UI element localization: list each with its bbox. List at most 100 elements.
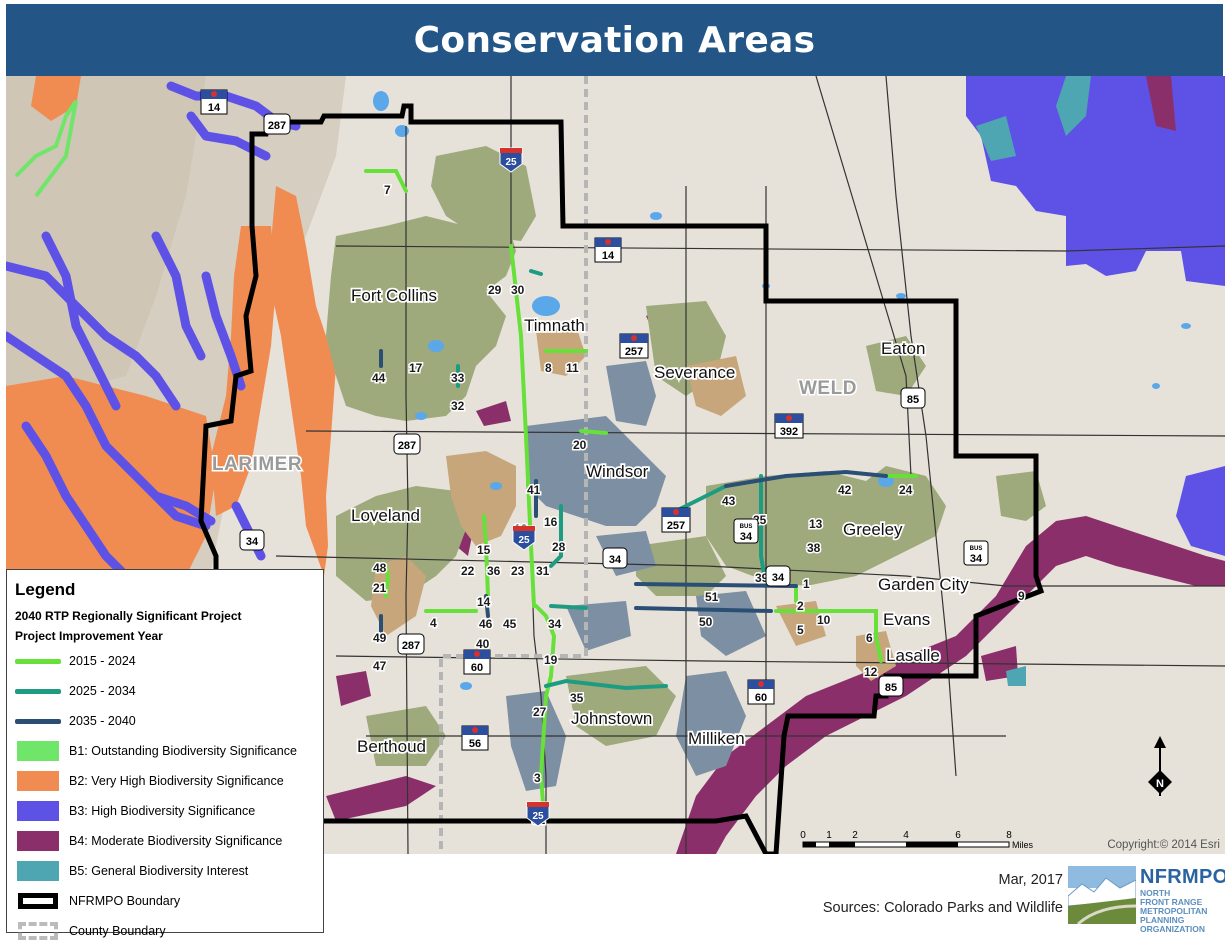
legend-swatch bbox=[15, 648, 61, 674]
town-label-johnstown: Johnstown bbox=[571, 709, 652, 728]
interstate-25-shield: 25 bbox=[499, 147, 523, 173]
b3-area-northeast bbox=[966, 76, 1225, 286]
project-number-label: 29 bbox=[488, 283, 502, 297]
shield-label: 34 bbox=[772, 572, 785, 584]
project-number-label: 24 bbox=[899, 483, 913, 497]
legend-subtitle: Project Improvement Year bbox=[15, 629, 163, 643]
town-label-greeley: Greeley bbox=[843, 520, 903, 539]
project-number-label: 15 bbox=[477, 543, 491, 557]
growth-areas bbox=[506, 361, 766, 791]
project-number-label: 27 bbox=[533, 705, 547, 719]
shield-label: 34 bbox=[246, 536, 259, 548]
shield-label: 25 bbox=[505, 157, 517, 168]
shield-label: 14 bbox=[208, 102, 221, 114]
project-number-label: 12 bbox=[864, 665, 878, 679]
project-number-label: 51 bbox=[705, 590, 719, 604]
legend-title: Legend bbox=[15, 580, 76, 599]
project-number-label: 5 bbox=[797, 623, 804, 637]
project-number-label: 45 bbox=[503, 617, 517, 631]
county-label-larimer: LARIMER bbox=[212, 454, 302, 475]
town-label-fort-collins: Fort Collins bbox=[351, 286, 437, 305]
us-34-shield: 34 bbox=[239, 529, 265, 551]
north-arrow-icon: N bbox=[1148, 736, 1172, 796]
project-number-label: 13 bbox=[809, 517, 823, 531]
shield-label: 287 bbox=[268, 120, 286, 132]
us-85-shield: 85 bbox=[900, 387, 926, 409]
shield-label: 287 bbox=[398, 440, 416, 452]
project-number-label: 30 bbox=[511, 283, 525, 297]
legend-label: B1: Outstanding Biodiversity Significanc… bbox=[69, 744, 297, 758]
co-392-shield: 392 bbox=[774, 413, 804, 439]
town-label-milliken: Milliken bbox=[688, 729, 745, 748]
scale-unit-label: Miles bbox=[1012, 840, 1034, 850]
shield-label: 392 bbox=[780, 426, 798, 438]
legend-item: NFRMPO Boundary bbox=[15, 886, 315, 916]
copyright-text: Copyright:© 2014 Esri bbox=[1107, 839, 1220, 851]
shield-label: 14 bbox=[602, 250, 615, 262]
town-label-lasalle: Lasalle bbox=[886, 646, 940, 665]
project-number-label: 47 bbox=[373, 659, 387, 673]
co-14-shield: 14 bbox=[594, 237, 622, 263]
legend-swatch bbox=[15, 828, 61, 854]
town-label-evans: Evans bbox=[883, 610, 930, 629]
logo-name: NFRMPO bbox=[1140, 866, 1225, 888]
logo-org-line: ORGANIZATION bbox=[1140, 924, 1206, 934]
shield-label: BUS bbox=[970, 546, 983, 552]
shield-label: 25 bbox=[532, 811, 544, 822]
project-number-label: 22 bbox=[461, 564, 475, 578]
town-label-berthoud: Berthoud bbox=[357, 737, 426, 756]
co-56-shield: 56 bbox=[461, 725, 489, 751]
bus-34-shield: BUS 34 bbox=[733, 518, 759, 544]
shield-label: 60 bbox=[471, 662, 483, 674]
interstate-25-shield: 25 bbox=[526, 801, 550, 827]
project-number-label: 6 bbox=[866, 631, 873, 645]
project-number-label: 19 bbox=[544, 653, 558, 667]
legend-swatch bbox=[15, 918, 61, 944]
shield-label: 85 bbox=[885, 682, 897, 694]
logo-org-line: FRONT RANGE bbox=[1140, 897, 1203, 907]
legend-label: B2: Very High Biodiversity Significance bbox=[69, 774, 284, 788]
shield-label: 34 bbox=[609, 554, 622, 566]
project-number-label: 1 bbox=[803, 577, 810, 591]
project-number-label: 8 bbox=[545, 361, 552, 375]
legend-item: County Boundary bbox=[15, 916, 315, 946]
bus-34-shield: BUS 34 bbox=[963, 540, 989, 566]
town-label-timnath: Timnath bbox=[524, 316, 585, 335]
legend-label: 2035 - 2040 bbox=[69, 714, 136, 728]
legend-label: B5: General Biodiversity Interest bbox=[69, 864, 249, 878]
mountain-logo-icon bbox=[1068, 866, 1136, 924]
town-label-loveland: Loveland bbox=[351, 506, 420, 525]
shield-label: 85 bbox=[907, 394, 919, 406]
project-number-label: 43 bbox=[722, 494, 736, 508]
scale-tick-label: 2 bbox=[852, 830, 858, 841]
project-number-label: 7 bbox=[384, 183, 391, 197]
project-number-label: 41 bbox=[527, 483, 541, 497]
legend-subtitle: 2040 RTP Regionally Significant Project bbox=[15, 609, 242, 623]
us-287-shield: 287 bbox=[393, 433, 421, 455]
legend-swatch bbox=[15, 768, 61, 794]
logo-org-line: PLANNING bbox=[1140, 915, 1185, 925]
project-number-label: 11 bbox=[566, 361, 579, 375]
us-34-shield: 34 bbox=[602, 547, 628, 569]
project-number-label: 35 bbox=[570, 691, 584, 705]
shield-label: BUS bbox=[740, 524, 753, 530]
co-257-shield: 257 bbox=[619, 333, 649, 359]
project-number-label: 28 bbox=[552, 540, 566, 554]
map-sources: Sources: Colorado Parks and Wildlife bbox=[822, 900, 1063, 916]
project-number-label: 2 bbox=[797, 599, 804, 613]
interstate-25-shield: 25 bbox=[512, 525, 536, 551]
town-label-windsor: Windsor bbox=[586, 462, 649, 481]
legend-item: 2015 - 2024 bbox=[15, 646, 315, 676]
project-number-label: 17 bbox=[409, 361, 423, 375]
co-257-shield: 257 bbox=[661, 507, 691, 533]
us-287-shield: 287 bbox=[397, 633, 425, 655]
scale-tick-label: 1 bbox=[826, 830, 832, 841]
legend-item: B3: High Biodiversity Significance bbox=[15, 796, 315, 826]
legend-item: B4: Moderate Biodiversity Significance bbox=[15, 826, 315, 856]
co-14-shield: 14 bbox=[200, 89, 228, 115]
b2-area-southwest bbox=[6, 376, 216, 586]
shield-label: 56 bbox=[469, 738, 481, 750]
